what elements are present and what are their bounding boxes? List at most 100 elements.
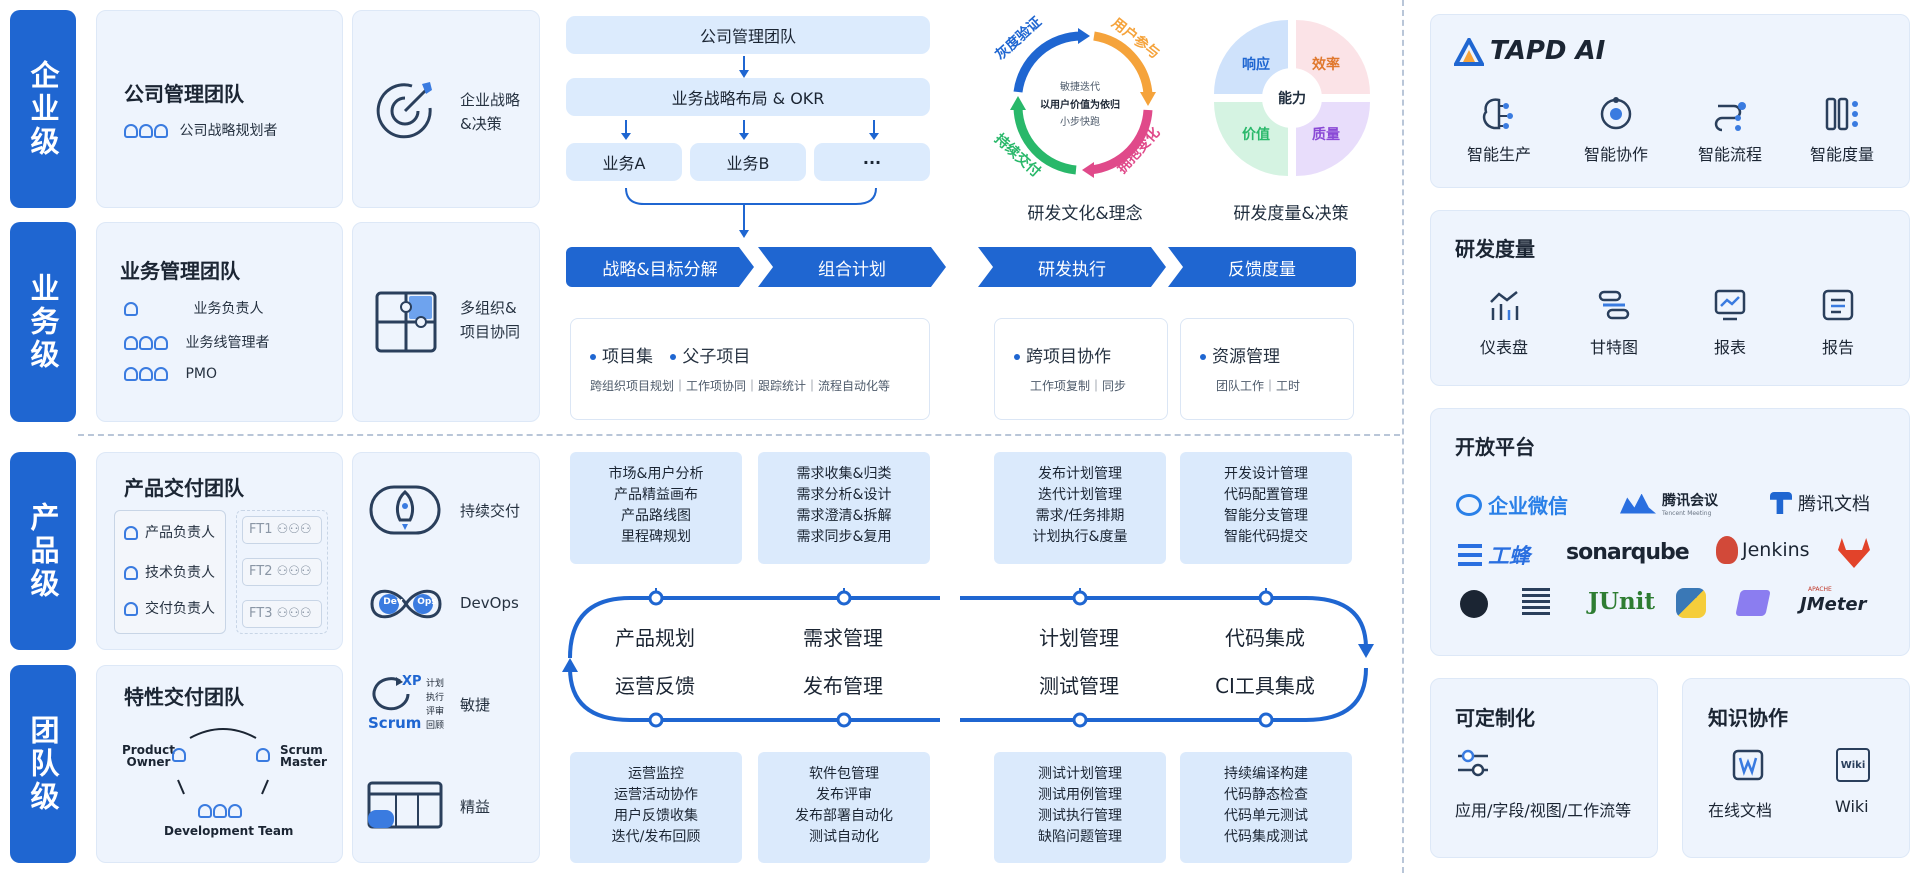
people-icon	[124, 366, 169, 382]
lifecycle-item: 发布评审	[816, 787, 872, 803]
meeting-icon	[1620, 493, 1656, 514]
business-role-label: PMO	[185, 366, 217, 382]
feature-title: 项目集 父子项目	[590, 342, 750, 367]
lifecycle-item: 运营活动协作	[614, 787, 698, 803]
measure-icon	[1825, 97, 1858, 131]
product-role-label: 技术负责人	[145, 565, 215, 581]
lifecycle-item: 用户反馈收集	[614, 808, 698, 824]
feature-title: 跨项目协作	[1014, 342, 1111, 367]
scrum-master-label: Scrum Master	[280, 743, 327, 769]
lifecycle-bottom-box: 软件包管理 发布评审 发布部署自动化 测试自动化	[758, 752, 930, 863]
devops-icon	[370, 589, 442, 619]
lifecycle-item: 智能代码提交	[1224, 529, 1308, 545]
lifecycle-item: 代码配置管理	[1224, 487, 1308, 503]
metric-quadrant-label: 效率	[1312, 57, 1340, 73]
loop-stage: 测试管理	[1039, 674, 1119, 698]
ops-badge: Ops	[417, 597, 437, 607]
lifecycle-item: 缺陷问题管理	[1038, 829, 1122, 845]
metrics-item-label: 甘特图	[1589, 338, 1638, 357]
feature-box-resource	[1180, 318, 1354, 420]
jenkins-label: Jenkins	[1742, 539, 1810, 561]
feature-team-title: 特性交付团队	[124, 685, 244, 709]
tier-team: 团队级	[10, 665, 76, 863]
gongfeng-logo[interactable]: 工蜂	[1458, 540, 1530, 570]
workflow-icon	[1714, 102, 1746, 132]
ai-item-label: 智能流程	[1697, 145, 1762, 164]
metric-quadrant-label: 响应	[1242, 57, 1270, 73]
document-report-icon	[1822, 289, 1854, 321]
loop-stage: 需求管理	[803, 626, 883, 650]
metrics-item-label: 仪表盘	[1479, 338, 1528, 357]
customization-label: 应用/字段/视图/工作流等	[1455, 801, 1632, 820]
culture-cycle-diagram	[1010, 28, 1156, 178]
product-role-3: 交付负责人	[124, 598, 215, 618]
apache-label: APACHE	[1808, 586, 1832, 593]
lifecycle-item: 产品精益画布	[614, 487, 698, 503]
tencent-meeting-logo[interactable]: 腾讯会议 Tencent Meeting	[1620, 490, 1718, 517]
ai-item-label: 智能协作	[1583, 145, 1648, 164]
product-owner-label: Product Owner	[122, 743, 175, 769]
practice-label: 持续交付	[460, 502, 521, 520]
wecom-logo[interactable]: 企业微信	[1456, 490, 1568, 519]
flow-company-box: 公司管理团队	[566, 16, 930, 54]
lifecycle-bottom-box: 测试计划管理 测试用例管理 测试执行管理 缺陷问题管理	[994, 752, 1166, 863]
jmeter-logo[interactable]: JMeter	[1800, 594, 1867, 615]
jenkins-logo[interactable]: Jenkins	[1716, 536, 1810, 564]
wiki-icon: Wiki	[1836, 748, 1870, 782]
knowledge-item-label: 在线文档	[1708, 801, 1773, 820]
dev-badge: Dev	[383, 597, 403, 607]
gongfeng-label: 工蜂	[1488, 544, 1530, 568]
loop-stage: 产品规划	[615, 626, 695, 650]
agile-step: 计划	[426, 679, 445, 689]
business-role-label: 业务负责人	[193, 301, 264, 317]
lifecycle-top-box: 开发设计管理 代码配置管理 智能分支管理 智能代码提交	[1180, 452, 1352, 564]
settings-sliders-icon	[1458, 749, 1488, 777]
lifecycle-item: 产品路线图	[621, 508, 691, 524]
wiki-icon-text: Wiki	[1840, 759, 1866, 771]
enterprise-role-label: 公司战略规划者	[179, 123, 278, 139]
product-role-2: 技术负责人	[124, 562, 215, 582]
ft-group-box	[236, 510, 328, 634]
feature-box-program	[570, 318, 930, 420]
junit-logo[interactable]: JUnit	[1588, 588, 1656, 615]
flow-branch-box: 业务A	[566, 143, 682, 181]
flow-okr-box: 业务战略布局 & OKR	[566, 78, 930, 116]
tencent-docs-logo[interactable]: 腾讯文档	[1770, 490, 1870, 516]
customization-panel	[1430, 678, 1658, 858]
person-icon	[124, 302, 138, 316]
lifecycle-item: 测试计划管理	[1038, 766, 1122, 782]
metric-quadrant-diagram	[1214, 20, 1370, 176]
tapd-ai-logo: TAPD AI	[1490, 36, 1606, 66]
open-platform-title: 开放平台	[1455, 435, 1535, 459]
loop-stage: 发布管理	[803, 674, 883, 698]
practice-label: DevOps	[460, 594, 519, 612]
enterprise-role: 公司战略规划者	[124, 120, 277, 140]
lifecycle-top-box: 市场&用户分析 产品精益画布 产品路线图 里程碑规划	[570, 452, 742, 564]
lifecycle-item: 开发设计管理	[1224, 466, 1308, 482]
github-icon[interactable]	[1460, 590, 1488, 618]
scrum-cycle-arrows	[177, 728, 269, 795]
agile-cycle-icon	[372, 677, 410, 711]
metric-quadrant-label: 价值	[1242, 127, 1270, 143]
people-icon	[198, 800, 243, 819]
customization-title: 可定制化	[1455, 706, 1535, 730]
agile-step: 回顾	[426, 721, 445, 731]
lifecycle-item: 计划执行&度量	[1032, 529, 1128, 545]
feature-desc: 工作项复制｜同步	[1030, 379, 1127, 393]
plugin-icon[interactable]	[1735, 590, 1771, 616]
agile-step: 评审	[426, 707, 445, 717]
loop-stage: 计划管理	[1039, 626, 1119, 650]
lifecycle-item: 测试用例管理	[1038, 787, 1122, 803]
python-icon[interactable]	[1676, 588, 1706, 618]
sonarqube-logo[interactable]: sonarqube	[1566, 540, 1690, 565]
lifecycle-item: 迭代/发布回顾	[611, 829, 701, 845]
gantt-icon	[1598, 290, 1630, 320]
metrics-title: 研发度量	[1455, 237, 1535, 261]
culture-center-1: 敏捷迭代	[1060, 82, 1100, 93]
stack-icon[interactable]	[1522, 588, 1550, 618]
enterprise-team-title: 公司管理团队	[124, 82, 244, 106]
ai-item-label: 智能生产	[1466, 145, 1531, 164]
strategy-panel	[352, 10, 540, 208]
culture-center-2: 以用户价值为依归	[1040, 100, 1120, 111]
ft-badge: FT3 ⚇⚇⚇	[242, 600, 322, 628]
